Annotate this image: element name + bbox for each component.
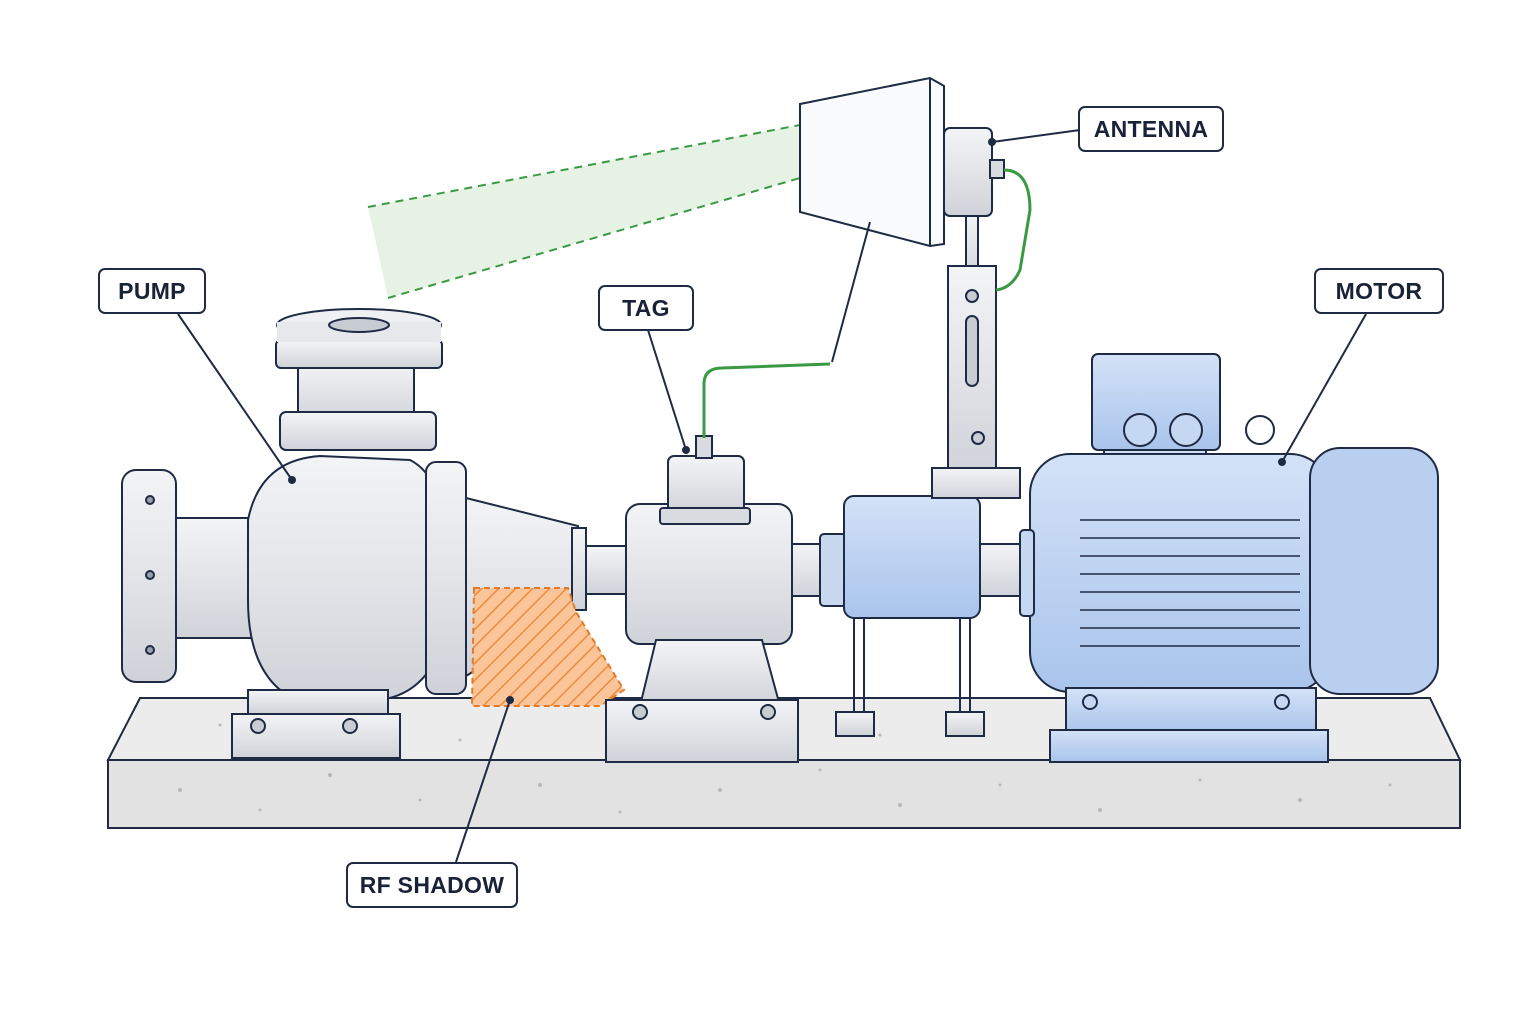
leader-lines (177, 129, 1367, 863)
rf-beam (367, 124, 801, 299)
antenna-mast (931, 211, 1021, 499)
rf-shadow-zone (470, 587, 626, 707)
motor-label: MOTOR (1314, 268, 1444, 314)
rf-shadow-label: RF SHADOW (346, 862, 518, 908)
pump (121, 308, 587, 759)
antenna-panel (799, 76, 1005, 248)
antenna-cable (995, 168, 1032, 292)
motor (1019, 353, 1439, 763)
bearing-housing (605, 503, 799, 763)
tag-sensor (659, 435, 751, 525)
antenna-label: ANTENNA (1078, 106, 1224, 152)
tag-label: TAG (598, 285, 694, 331)
coupling-guard (819, 495, 985, 737)
tag-cable (702, 362, 831, 438)
pump-label: PUMP (98, 268, 206, 314)
